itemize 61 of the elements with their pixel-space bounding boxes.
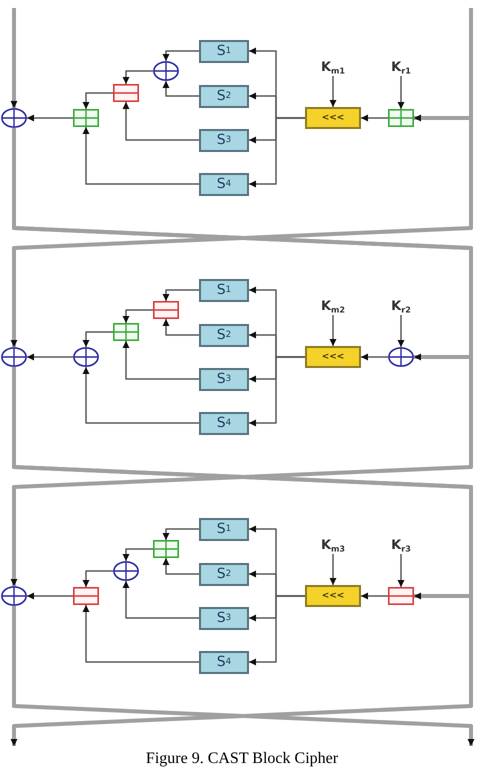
circled-plus-icon <box>113 561 139 581</box>
circled-plus-icon <box>1 586 27 606</box>
key-label: K$_{r3}$ <box>391 538 411 554</box>
arrow <box>249 117 305 188</box>
key-label: K$_{m2}$ <box>320 299 346 315</box>
rotation-box: <<< <box>305 346 361 368</box>
boxed-plus-icon <box>73 109 99 127</box>
arrow <box>122 581 199 619</box>
arrow <box>162 289 199 301</box>
circled-plus-icon <box>1 347 27 367</box>
arrow <box>249 595 305 666</box>
arrow <box>82 570 113 587</box>
key-label: K$_{m3}$ <box>320 538 346 554</box>
arrow <box>10 8 473 347</box>
arrow <box>398 76 404 109</box>
arrow <box>122 341 199 380</box>
arrow <box>162 81 199 97</box>
arrow <box>12 606 474 746</box>
boxed-minus-icon <box>73 587 99 605</box>
arrow <box>82 367 199 424</box>
circled-plus-icon <box>73 347 99 367</box>
rotation-box: <<< <box>305 107 361 129</box>
arrow <box>82 331 113 347</box>
arrow <box>162 528 199 540</box>
arrow <box>122 70 153 84</box>
arrow <box>361 592 388 600</box>
arrow <box>330 76 336 107</box>
arrow <box>398 554 404 587</box>
arrow <box>27 114 73 122</box>
boxed-minus-icon <box>388 587 414 605</box>
arrow <box>10 8 18 108</box>
circled-plus-icon <box>153 61 179 81</box>
arrow <box>122 102 199 141</box>
boxed-minus-icon <box>153 301 179 319</box>
arrow <box>82 92 113 109</box>
key-label: K$_{m1}$ <box>320 60 346 76</box>
arrow <box>162 319 199 336</box>
arrow <box>249 356 305 426</box>
arrow <box>122 309 153 323</box>
arrow <box>122 548 153 561</box>
boxed-minus-icon <box>113 84 139 102</box>
arrow <box>361 354 388 360</box>
circled-plus-icon <box>1 108 27 128</box>
arrow <box>162 50 199 61</box>
key-label: K$_{r2}$ <box>391 299 411 315</box>
arrow <box>27 354 73 360</box>
arrow <box>361 114 388 122</box>
boxed-plus-icon <box>113 323 139 341</box>
boxed-plus-icon <box>388 109 414 127</box>
arrow <box>82 605 199 663</box>
circled-plus-icon <box>388 347 414 367</box>
arrow <box>330 315 336 346</box>
arrow <box>27 592 73 600</box>
arrow <box>82 127 199 185</box>
boxed-plus-icon <box>153 540 179 558</box>
caption: Figure 9. CAST Block Cipher <box>146 750 338 767</box>
arrow <box>330 554 336 585</box>
arrow <box>162 558 199 575</box>
arrow <box>398 315 404 347</box>
key-label: K$_{r1}$ <box>391 60 411 76</box>
rotation-box: <<< <box>305 585 361 607</box>
